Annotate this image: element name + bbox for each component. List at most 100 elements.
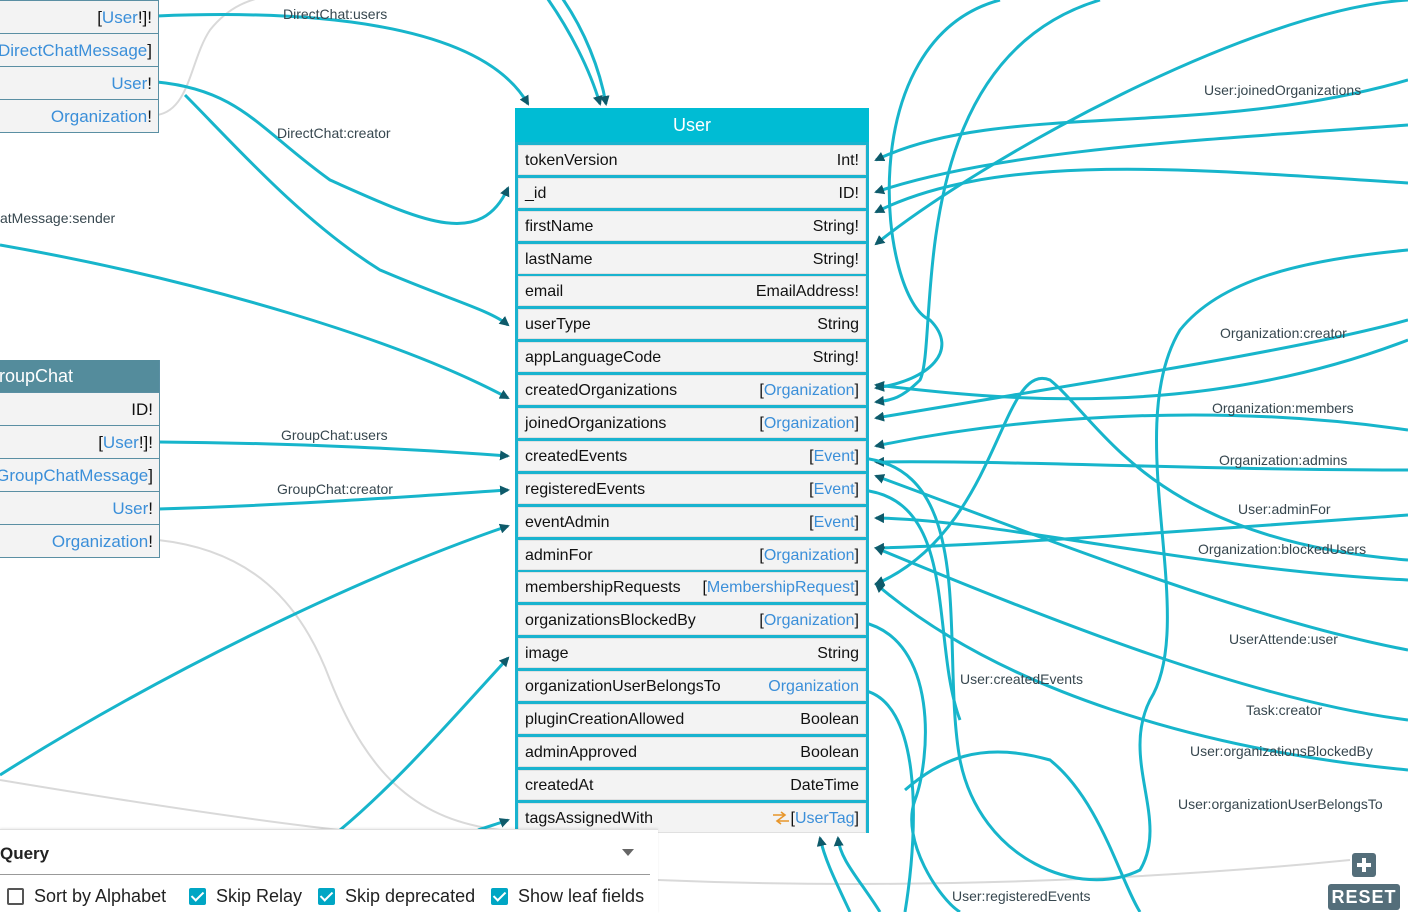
type-link[interactable]: Event [813,480,855,498]
field-row[interactable]: User! [0,66,158,99]
skip-deprecated-checkbox[interactable]: Skip deprecated [318,886,475,912]
type-link[interactable]: Organization [763,546,855,564]
root-type-select[interactable]: Query [0,830,650,875]
field-type[interactable]: [MembershipRequest] [702,579,859,597]
type-link[interactable]: User [112,499,149,518]
field-type: String! [813,349,859,367]
field-type[interactable]: [User!]! [97,8,152,28]
field-row-createdEvents[interactable]: createdEvents[Event] [518,440,866,471]
edge-label-user-registered-events: User:registeredEvents [952,888,1091,904]
type-link[interactable]: Organization [51,532,149,551]
field-row[interactable]: [User!]! [0,425,159,458]
field-row[interactable]: Organization! [0,99,158,132]
type-link[interactable]: Event [813,513,855,531]
groupchat-type-node[interactable]: roupChat ID![User!]!GroupChatMessage]Use… [0,360,160,558]
field-row-organizationsBlockedBy[interactable]: organizationsBlockedBy [Organization] [518,605,866,636]
field-row-membershipRequests[interactable]: membershipRequests[MembershipRequest] [518,572,866,603]
field-type[interactable]: GroupChatMessage] [0,466,153,486]
field-name: joinedOrganizations [525,415,667,433]
field-row[interactable]: ID! [0,392,159,425]
field-row[interactable]: Organization! [0,524,159,557]
field-type[interactable]: [Organization] [759,547,859,565]
field-type: EmailAddress! [756,283,859,301]
type-link[interactable]: UserTag [794,809,855,827]
field-name: registeredEvents [525,480,646,498]
type-text: [ [97,8,102,27]
type-link[interactable]: Organization [768,678,859,696]
type-link[interactable]: Organization [50,107,148,126]
field-row-adminFor[interactable]: adminFor[Organization] [518,539,866,570]
edge-label-groupchat-creator: GroupChat:creator [277,481,393,497]
field-type[interactable]: [Organization] [759,612,859,630]
type-text: DateTime [790,776,859,794]
checkbox-icon[interactable] [189,888,206,905]
edge-loop-b [861,620,961,912]
field-row-appLanguageCode[interactable]: appLanguageCode String! [518,342,866,373]
checkbox-icon[interactable] [318,888,335,905]
sort-by-alphabet-checkbox[interactable]: Sort by Alphabet [7,886,166,912]
reset-button[interactable]: RESET [1328,884,1400,910]
field-type: String [817,316,859,334]
checkbox-icon[interactable] [491,888,508,905]
field-type[interactable]: Organization! [52,532,153,552]
field-type[interactable]: [User!]! [98,433,153,453]
field-row[interactable]: GroupChatMessage] [0,458,159,491]
field-type[interactable]: [Event] [809,514,859,532]
field-type[interactable]: [Organization] [759,415,859,433]
type-link[interactable]: Organization [763,415,855,433]
field-type[interactable]: [UserTag] [771,810,859,828]
field-type[interactable]: [Event] [809,481,859,499]
type-text: !]! [137,8,152,27]
field-type[interactable]: DirectChatMessage] [0,41,152,61]
show-leaf-fields-checkbox[interactable]: Show leaf fields [491,886,644,912]
type-text: [ [790,809,795,827]
type-link[interactable]: User [101,8,138,27]
field-name: organizationsBlockedBy [525,612,696,630]
type-link[interactable]: User [111,74,148,93]
zoom-in-button[interactable] [1352,853,1376,877]
chevron-down-icon[interactable] [622,849,634,856]
field-row-registeredEvents[interactable]: registeredEvents [Event] [518,473,866,504]
type-text: ] [147,41,152,60]
field-row[interactable]: User! [0,491,159,524]
field-type[interactable]: [Event] [809,448,859,466]
field-type[interactable]: User! [112,499,153,519]
field-row-eventAdmin[interactable]: eventAdmin[Event] [518,506,866,537]
type-text: ID! [131,400,153,419]
type-link[interactable]: Event [813,447,855,465]
type-link[interactable]: Organization [763,612,855,630]
type-link[interactable]: MembershipRequest [706,579,855,597]
type-link[interactable]: User [102,433,139,452]
field-row-tagsAssignedWith[interactable]: tagsAssignedWith[UserTag] [518,802,866,833]
field-row-createdOrganizations[interactable]: createdOrganizations[Organization] [518,375,866,406]
field-row-joinedOrganizations[interactable]: joinedOrganizations [Organization] [518,408,866,439]
field-row[interactable]: DirectChatMessage] [0,33,158,66]
field-type[interactable]: Organization! [51,107,152,127]
field-name: lastName [525,250,593,268]
skip-relay-checkbox[interactable]: Skip Relay [189,886,302,912]
field-name: appLanguageCode [525,349,662,367]
checkbox-icon[interactable] [7,888,24,905]
type-text: String [817,316,859,334]
field-row[interactable]: [User!]! [0,0,158,33]
field-type[interactable]: Organization [768,678,859,696]
field-type[interactable]: [Organization] [759,382,859,400]
edge-label-user-org-belongs-to: User:organizationUserBelongsTo [1178,796,1383,812]
field-type[interactable]: User! [111,74,152,94]
type-link[interactable]: GroupChatMessage [0,466,149,485]
type-link[interactable]: Organization [763,382,855,400]
type-link[interactable]: DirectChatMessage [0,41,148,60]
directchat-type-node[interactable]: [User!]!DirectChatMessage]User!Organizat… [0,0,159,133]
